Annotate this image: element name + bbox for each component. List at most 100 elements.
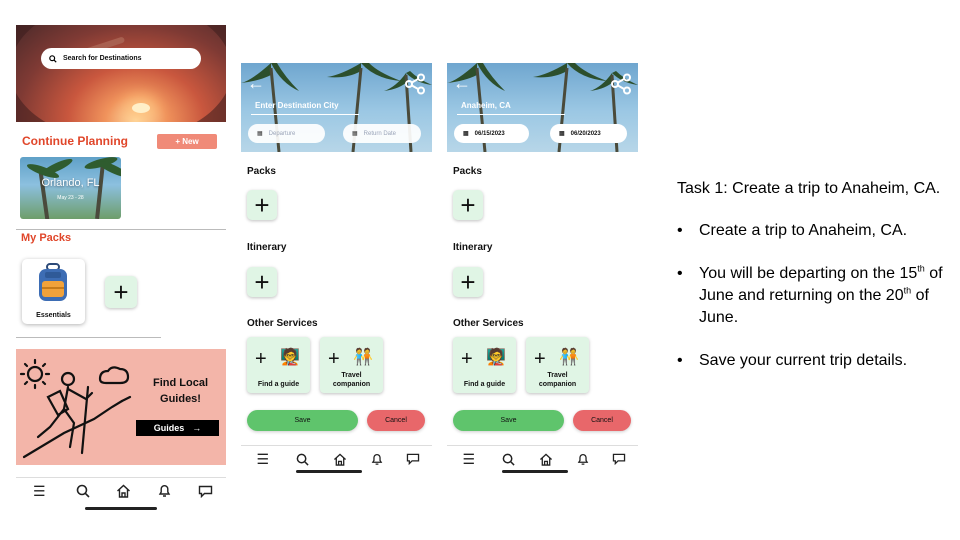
plus-icon: + (254, 190, 270, 220)
divider (16, 337, 161, 338)
plus-icon: + (255, 348, 267, 370)
save-button[interactable]: Save (247, 410, 358, 431)
trip-dates: May 23 - 28 (57, 195, 84, 201)
departure-value: 06/15/2023 (474, 130, 505, 137)
guide-person-icon: 🧑‍🏫 (486, 349, 506, 366)
destination-input[interactable]: Anaheim, CA (461, 101, 511, 110)
guides-button[interactable]: Guides → (136, 420, 219, 436)
continue-planning-heading: Continue Planning (22, 134, 128, 148)
share-icon[interactable] (610, 73, 632, 95)
bottom-nav: ☰ (16, 481, 226, 501)
task-list: Create a trip to Anaheim, CA. You will b… (677, 220, 947, 372)
add-pack-button[interactable]: + (453, 190, 483, 220)
plus-icon: + (460, 267, 476, 297)
my-packs-heading: My Packs (21, 232, 72, 244)
plus-icon: + (460, 190, 476, 220)
other-services-heading: Other Services (453, 318, 524, 329)
add-itinerary-button[interactable]: + (453, 267, 483, 297)
departure-field[interactable]: ▦ 06/15/2023 (454, 124, 529, 143)
search-input[interactable]: Search for Destinations (41, 48, 201, 69)
find-guide-label: Find a guide (463, 381, 506, 388)
cancel-button[interactable]: Cancel (367, 410, 425, 431)
divider (447, 445, 638, 446)
return-date-field[interactable]: ▦ 06/20/2023 (550, 124, 627, 143)
create-trip-screen-filled: ← Anaheim, CA ▦ 06/15/2023 ▦ 06/20/2023 … (447, 63, 638, 475)
guides-label: Guides (153, 423, 185, 433)
add-itinerary-button[interactable]: + (247, 267, 277, 297)
hero-image: ← Enter Destination City ▦ Departure ▦ R… (241, 63, 432, 152)
pack-label: Essentials (36, 312, 71, 319)
hiker-illustration (19, 358, 132, 459)
palm-trees (241, 63, 432, 152)
calendar-icon: ▦ (463, 131, 469, 137)
search-icon (49, 54, 57, 63)
plus-icon: + (328, 348, 340, 370)
task-bullet: Create a trip to Anaheim, CA. (677, 220, 947, 242)
home-indicator (502, 470, 568, 473)
pack-card-essentials[interactable]: Essentials (22, 259, 85, 324)
plus-icon: + (254, 267, 270, 297)
new-trip-button[interactable]: + New (157, 134, 217, 149)
cancel-button[interactable]: Cancel (573, 410, 631, 431)
itinerary-heading: Itinerary (453, 242, 493, 253)
return-placeholder: Return Date (363, 130, 397, 137)
search-icon[interactable] (502, 453, 515, 466)
create-trip-screen-empty: ← Enter Destination City ▦ Departure ▦ R… (241, 63, 432, 475)
search-placeholder: Search for Destinations (63, 55, 142, 62)
bottom-nav: ☰ (241, 450, 432, 468)
divider (241, 445, 432, 446)
find-guide-card[interactable]: + 🧑‍🏫 Find a guide (453, 337, 516, 393)
backpack-icon (39, 263, 67, 301)
share-icon[interactable] (404, 73, 426, 95)
destination-underline (251, 114, 359, 115)
chat-icon[interactable] (198, 485, 213, 498)
find-guides-banner: Find Local Guides! Guides → (16, 349, 226, 465)
divider (16, 477, 226, 478)
menu-icon[interactable]: ☰ (256, 450, 270, 467)
menu-icon[interactable]: ☰ (33, 482, 46, 499)
home-icon[interactable] (116, 484, 131, 498)
find-guide-label: Find a guide (257, 381, 300, 388)
destination-underline (457, 114, 565, 115)
plus-icon: + (461, 348, 473, 370)
bell-icon[interactable] (577, 453, 589, 466)
chat-icon[interactable] (612, 453, 626, 465)
home-icon[interactable] (333, 453, 347, 466)
arrow-right-icon: → (192, 423, 202, 433)
search-icon[interactable] (76, 484, 90, 498)
find-guide-card[interactable]: + 🧑‍🏫 Find a guide (247, 337, 310, 393)
search-icon[interactable] (296, 453, 309, 466)
other-services-heading: Other Services (247, 318, 318, 329)
save-button[interactable]: Save (453, 410, 564, 431)
return-date-field[interactable]: ▦ Return Date (343, 124, 421, 143)
divider (16, 229, 226, 230)
return-value: 06/20/2023 (570, 130, 601, 137)
departure-field[interactable]: ▦ Departure (248, 124, 325, 143)
task-bullet: You will be departing on the 15th of Jun… (677, 263, 947, 329)
add-pack-button[interactable]: + (247, 190, 277, 220)
back-arrow-icon[interactable]: ← (247, 73, 265, 93)
back-arrow-icon[interactable]: ← (453, 73, 471, 93)
bell-icon[interactable] (371, 453, 383, 466)
task-bullet: Save your current trip details. (677, 350, 947, 372)
calendar-icon: ▦ (352, 131, 358, 137)
task-instructions: Task 1: Create a trip to Anaheim, CA. Cr… (677, 178, 947, 393)
destination-input[interactable]: Enter Destination City (255, 101, 339, 110)
calendar-icon: ▦ (257, 131, 263, 137)
calendar-icon: ▦ (559, 131, 565, 137)
trip-city: Orlando, FL (41, 177, 100, 189)
chat-icon[interactable] (406, 453, 420, 465)
companions-icon: 🧑‍🤝‍🧑 (353, 349, 373, 366)
bell-icon[interactable] (158, 484, 171, 498)
trip-card-orlando[interactable]: Orlando, FL May 23 - 28 (20, 157, 121, 219)
packs-heading: Packs (247, 166, 276, 177)
itinerary-heading: Itinerary (247, 242, 287, 253)
banner-title: Find Local Guides! (153, 377, 208, 405)
add-pack-button[interactable]: + (105, 276, 137, 308)
home-icon[interactable] (539, 453, 553, 466)
menu-icon[interactable]: ☰ (462, 450, 476, 467)
